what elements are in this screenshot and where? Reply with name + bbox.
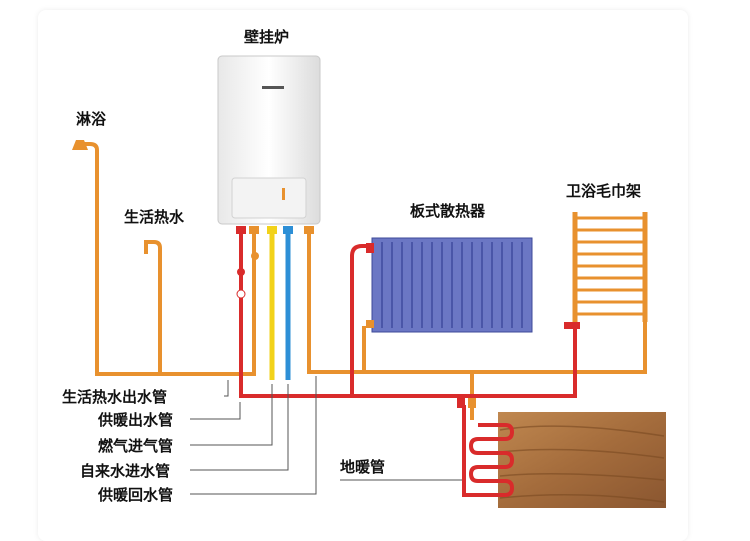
pipe-label-cold-water-inlet: 自来水进水管 <box>80 462 170 480</box>
domestic-hot-water-pipe <box>80 142 256 376</box>
pipe-label-leaders <box>190 376 462 495</box>
pipe-label-heating-return: 供暖回水管 <box>97 486 173 504</box>
wall-boiler <box>217 55 321 225</box>
pipe-label-domestic-hot-water-outlet: 生活热水出水管 <box>62 388 167 406</box>
shower-head-icon <box>72 140 88 150</box>
towel-rack <box>572 212 648 322</box>
domestic-hot-water-label: 生活热水 <box>124 208 185 226</box>
floor-heating-label: 地暖管 <box>340 458 385 476</box>
panel-radiator <box>366 237 533 333</box>
pipe-label-heating-supply: 供暖出水管 <box>97 411 173 429</box>
heating-supply-pipe <box>239 226 577 398</box>
floor-heating-coil <box>462 405 515 497</box>
shower-label: 淋浴 <box>76 110 107 128</box>
wood-floor-panel <box>498 412 666 508</box>
panel-radiator-label: 板式散热器 <box>410 202 486 220</box>
boiler-valves <box>236 226 580 408</box>
pipe-label-gas-inlet: 燃气进气管 <box>98 437 173 455</box>
towel-rack-label: 卫浴毛巾架 <box>566 182 641 200</box>
boiler-label: 壁挂炉 <box>244 28 289 46</box>
